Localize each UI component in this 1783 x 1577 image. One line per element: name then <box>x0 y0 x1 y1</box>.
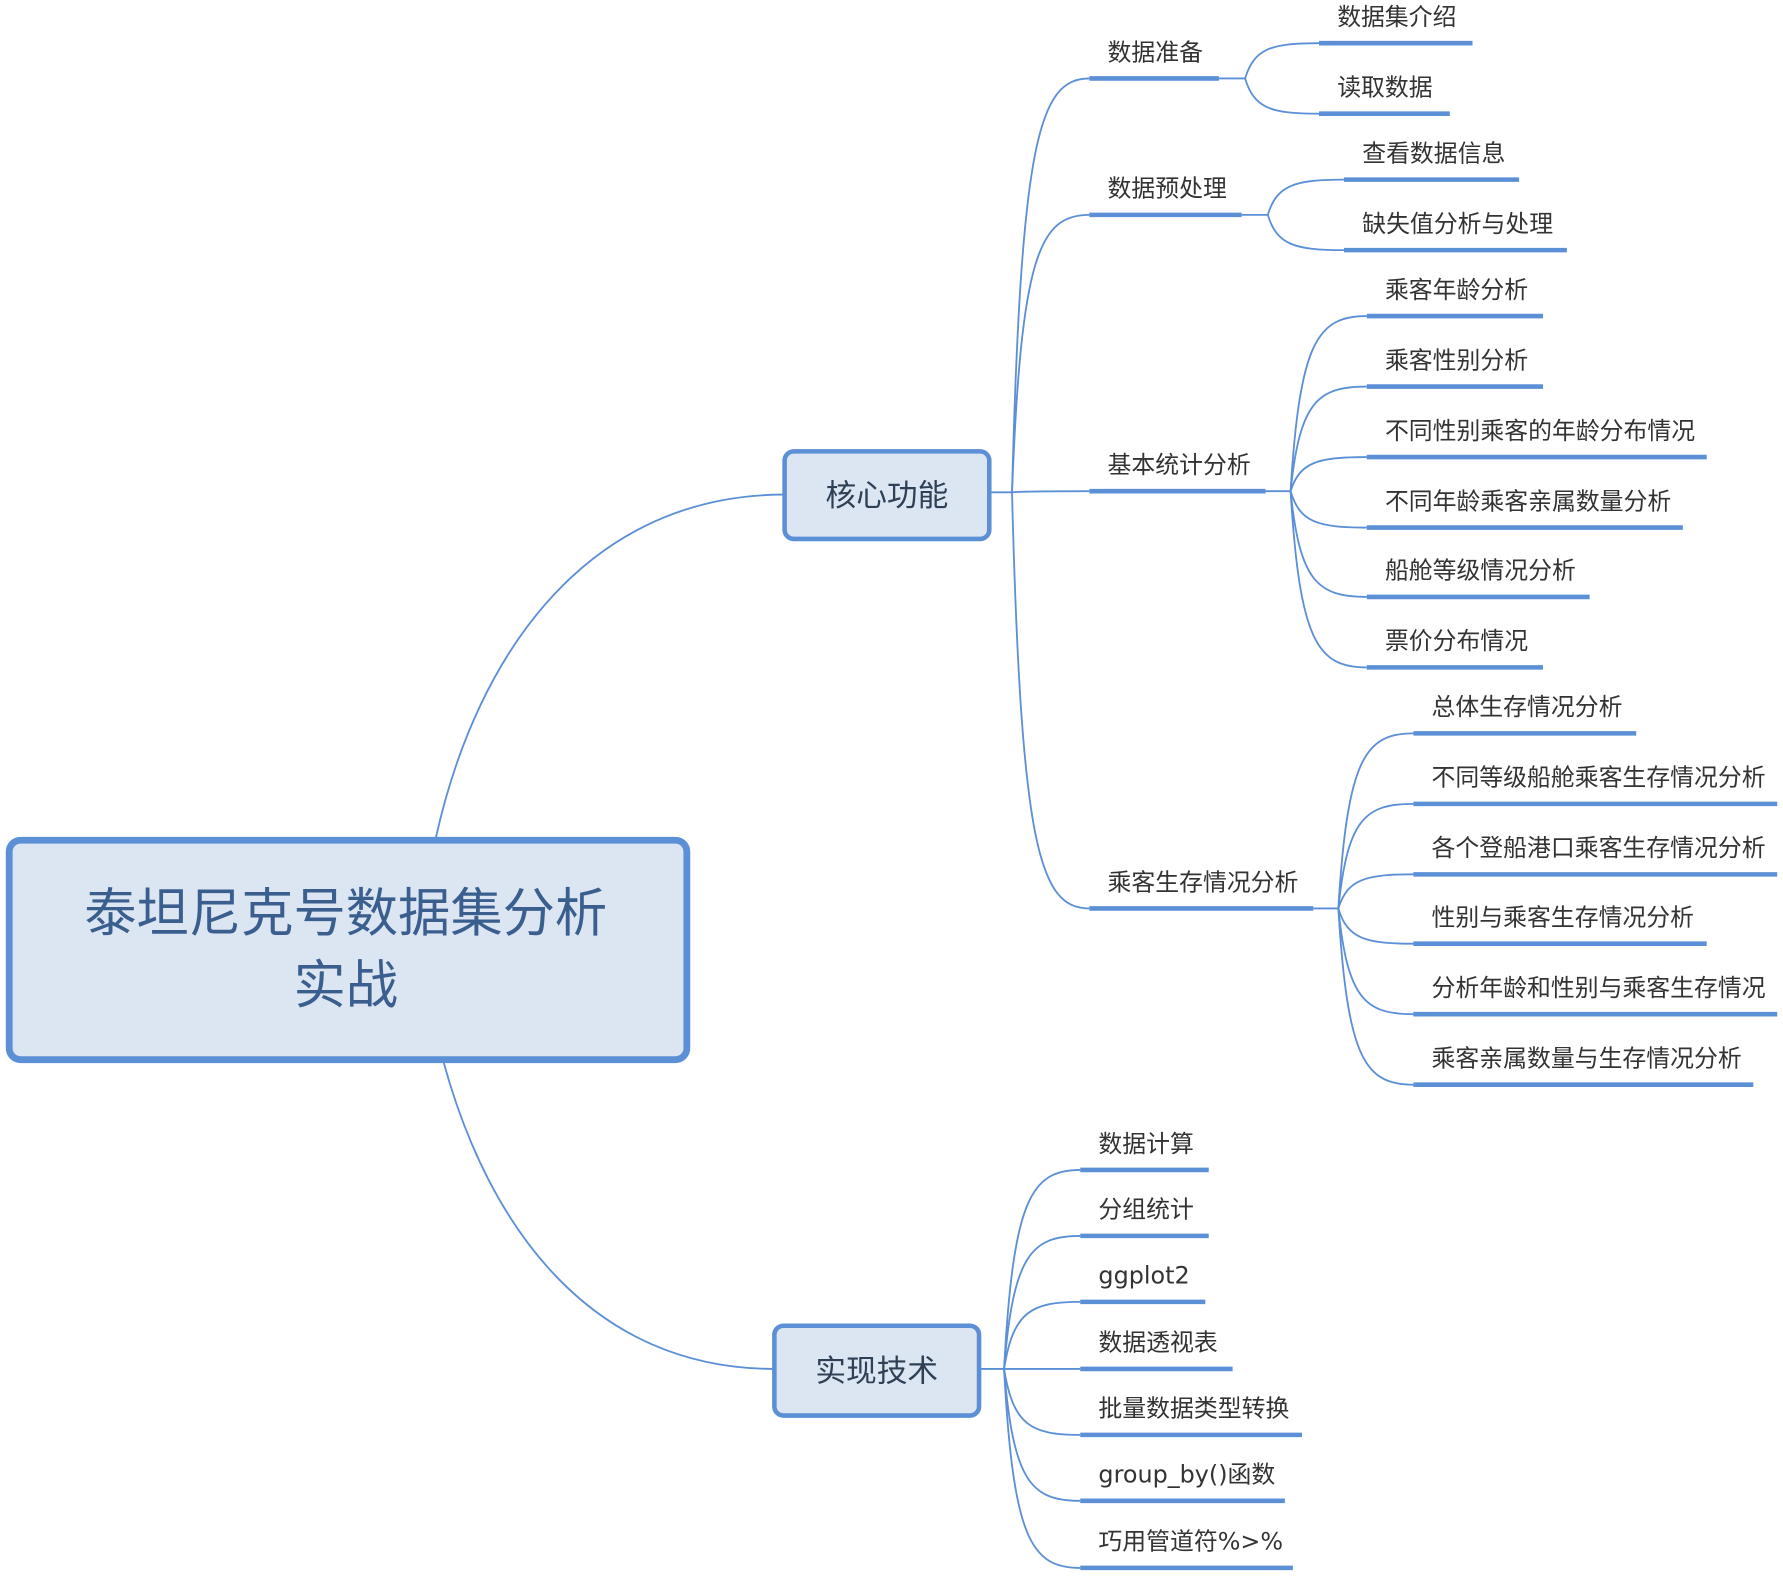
tech-item-5[interactable]: group_by()函数 <box>1080 1461 1285 1504</box>
leaf-connector <box>1266 214 1345 252</box>
leaf-connector <box>1337 908 1414 1086</box>
topic-label: 基本统计分析 <box>1108 451 1251 479</box>
leaf-connector <box>1337 732 1414 909</box>
tech-item-6[interactable]: 巧用管道符%>% <box>1080 1528 1293 1571</box>
topic-label: 不同年龄乘客亲属数量分析 <box>1385 487 1671 515</box>
topic-label: 读取数据 <box>1337 74 1432 102</box>
topic-label: 乘客性别分析 <box>1385 346 1528 374</box>
group-2-item-0[interactable]: 乘客年龄分析 <box>1366 276 1543 319</box>
leaf-connector <box>1289 456 1367 492</box>
group-0-item-0[interactable]: 数据集介绍 <box>1319 3 1473 46</box>
topic-label: 乘客年龄分析 <box>1385 276 1528 304</box>
topic-label: 不同等级船舱乘客生存情况分析 <box>1432 764 1766 792</box>
core-branch-connector <box>1011 77 1090 493</box>
leaf-connector <box>1244 78 1320 115</box>
leaf-connector <box>1337 873 1414 909</box>
leaf-connector <box>1289 490 1367 529</box>
topic-label: 巧用管道符%>% <box>1098 1528 1283 1556</box>
leaf-connector <box>1289 385 1367 492</box>
group-0[interactable]: 数据准备 <box>1089 38 1219 81</box>
leaf-connector <box>1337 908 1414 1016</box>
topic-label: 数据计算 <box>1098 1130 1193 1158</box>
group-2-item-1[interactable]: 乘客性别分析 <box>1366 346 1543 389</box>
group-3-item-1[interactable]: 不同等级船舱乘客生存情况分析 <box>1413 764 1778 807</box>
root-to-tech-connector <box>442 1061 775 1370</box>
topic-label: 缺失值分析与处理 <box>1362 210 1553 238</box>
group-3-item-4[interactable]: 分析年龄和性别与乘客生存情况 <box>1413 974 1778 1017</box>
group-3-item-3[interactable]: 性别与乘客生存情况分析 <box>1413 904 1707 946</box>
topic-label: 数据预处理 <box>1108 175 1227 203</box>
core-branch-connector <box>1011 490 1090 494</box>
group-2-item-2[interactable]: 不同性别乘客的年龄分布情况 <box>1366 417 1707 460</box>
root-title-line2: 实战 <box>293 955 398 1016</box>
topic-label: 查看数据信息 <box>1362 139 1505 167</box>
root-to-core-connector <box>434 493 785 840</box>
tech-item-0[interactable]: 数据计算 <box>1080 1130 1209 1173</box>
group-2[interactable]: 基本统计分析 <box>1089 451 1266 494</box>
leaf-connector <box>1244 42 1320 79</box>
group-1-item-1[interactable]: 缺失值分析与处理 <box>1344 210 1567 253</box>
group-3-item-2[interactable]: 各个登船港口乘客生存情况分析 <box>1413 834 1778 877</box>
group-3-item-5[interactable]: 乘客亲属数量与生存情况分析 <box>1413 1044 1754 1087</box>
tech-leaf-connector <box>1003 1300 1081 1370</box>
topic-label: 分组统计 <box>1098 1196 1193 1224</box>
group-1-item-0[interactable]: 查看数据信息 <box>1344 139 1520 182</box>
group-1[interactable]: 数据预处理 <box>1089 175 1242 218</box>
root-title-line1: 泰坦尼克号数据集分析 <box>84 883 607 944</box>
topic-label: 数据集介绍 <box>1337 3 1456 31</box>
tech-item-4[interactable]: 批量数据类型转换 <box>1080 1395 1302 1438</box>
tech-item-1[interactable]: 分组统计 <box>1080 1196 1209 1239</box>
tech-leaf-connector <box>1003 1368 1081 1502</box>
topic-label: 数据准备 <box>1108 38 1204 66</box>
topic-label: 分析年龄和性别与乘客生存情况 <box>1432 974 1766 1002</box>
tech-leaf-connector <box>1003 1169 1081 1369</box>
leaf-connector <box>1337 802 1414 909</box>
topic-label: 乘客亲属数量与生存情况分析 <box>1432 1044 1742 1072</box>
topic-label: 总体生存情况分析 <box>1432 693 1623 721</box>
leaf-connector <box>1266 178 1345 216</box>
tech-leaf-connector <box>1003 1368 1081 1569</box>
group-0-item-1[interactable]: 读取数据 <box>1319 74 1450 116</box>
topic-label: 不同性别乘客的年龄分布情况 <box>1385 417 1695 445</box>
topic-label: group_by()函数 <box>1098 1461 1275 1489</box>
group-2-item-5[interactable]: 票价分布情况 <box>1366 627 1543 670</box>
core-features-node[interactable]: 核心功能 <box>782 449 992 542</box>
group-3[interactable]: 乘客生存情况分析 <box>1089 868 1314 911</box>
tech-label: 实现技术 <box>815 1354 938 1389</box>
topic-label: 数据透视表 <box>1098 1329 1217 1357</box>
core-features-label: 核心功能 <box>826 479 949 514</box>
root-node[interactable]: 泰坦尼克号数据集分析 实战 <box>5 836 691 1064</box>
topic-label: ggplot2 <box>1098 1262 1189 1290</box>
topic-label: 乘客生存情况分析 <box>1108 868 1299 896</box>
topic-label: 票价分布情况 <box>1385 627 1528 655</box>
tech-leaf-connector <box>1003 1368 1081 1436</box>
topic-label: 船舱等级情况分析 <box>1385 557 1576 585</box>
tech-node[interactable]: 实现技术 <box>772 1323 982 1418</box>
group-3-item-0[interactable]: 总体生存情况分析 <box>1413 693 1637 736</box>
leaf-connector <box>1289 491 1367 598</box>
topic-label: 性别与乘客生存情况分析 <box>1432 904 1694 932</box>
group-2-item-4[interactable]: 船舱等级情况分析 <box>1366 557 1590 600</box>
tech-item-3[interactable]: 数据透视表 <box>1080 1329 1233 1372</box>
core-branch-connector <box>1011 213 1090 493</box>
leaf-connector <box>1337 908 1414 945</box>
leaf-connector <box>1289 491 1367 669</box>
tech-item-2[interactable]: ggplot2 <box>1080 1262 1206 1305</box>
leaf-connector <box>1289 315 1367 492</box>
core-branch-connector <box>1011 492 1090 910</box>
group-2-item-3[interactable]: 不同年龄乘客亲属数量分析 <box>1366 487 1683 530</box>
tech-leaf-connector <box>1003 1234 1081 1370</box>
topic-label: 批量数据类型转换 <box>1098 1395 1289 1423</box>
topic-label: 各个登船港口乘客生存情况分析 <box>1432 834 1766 862</box>
